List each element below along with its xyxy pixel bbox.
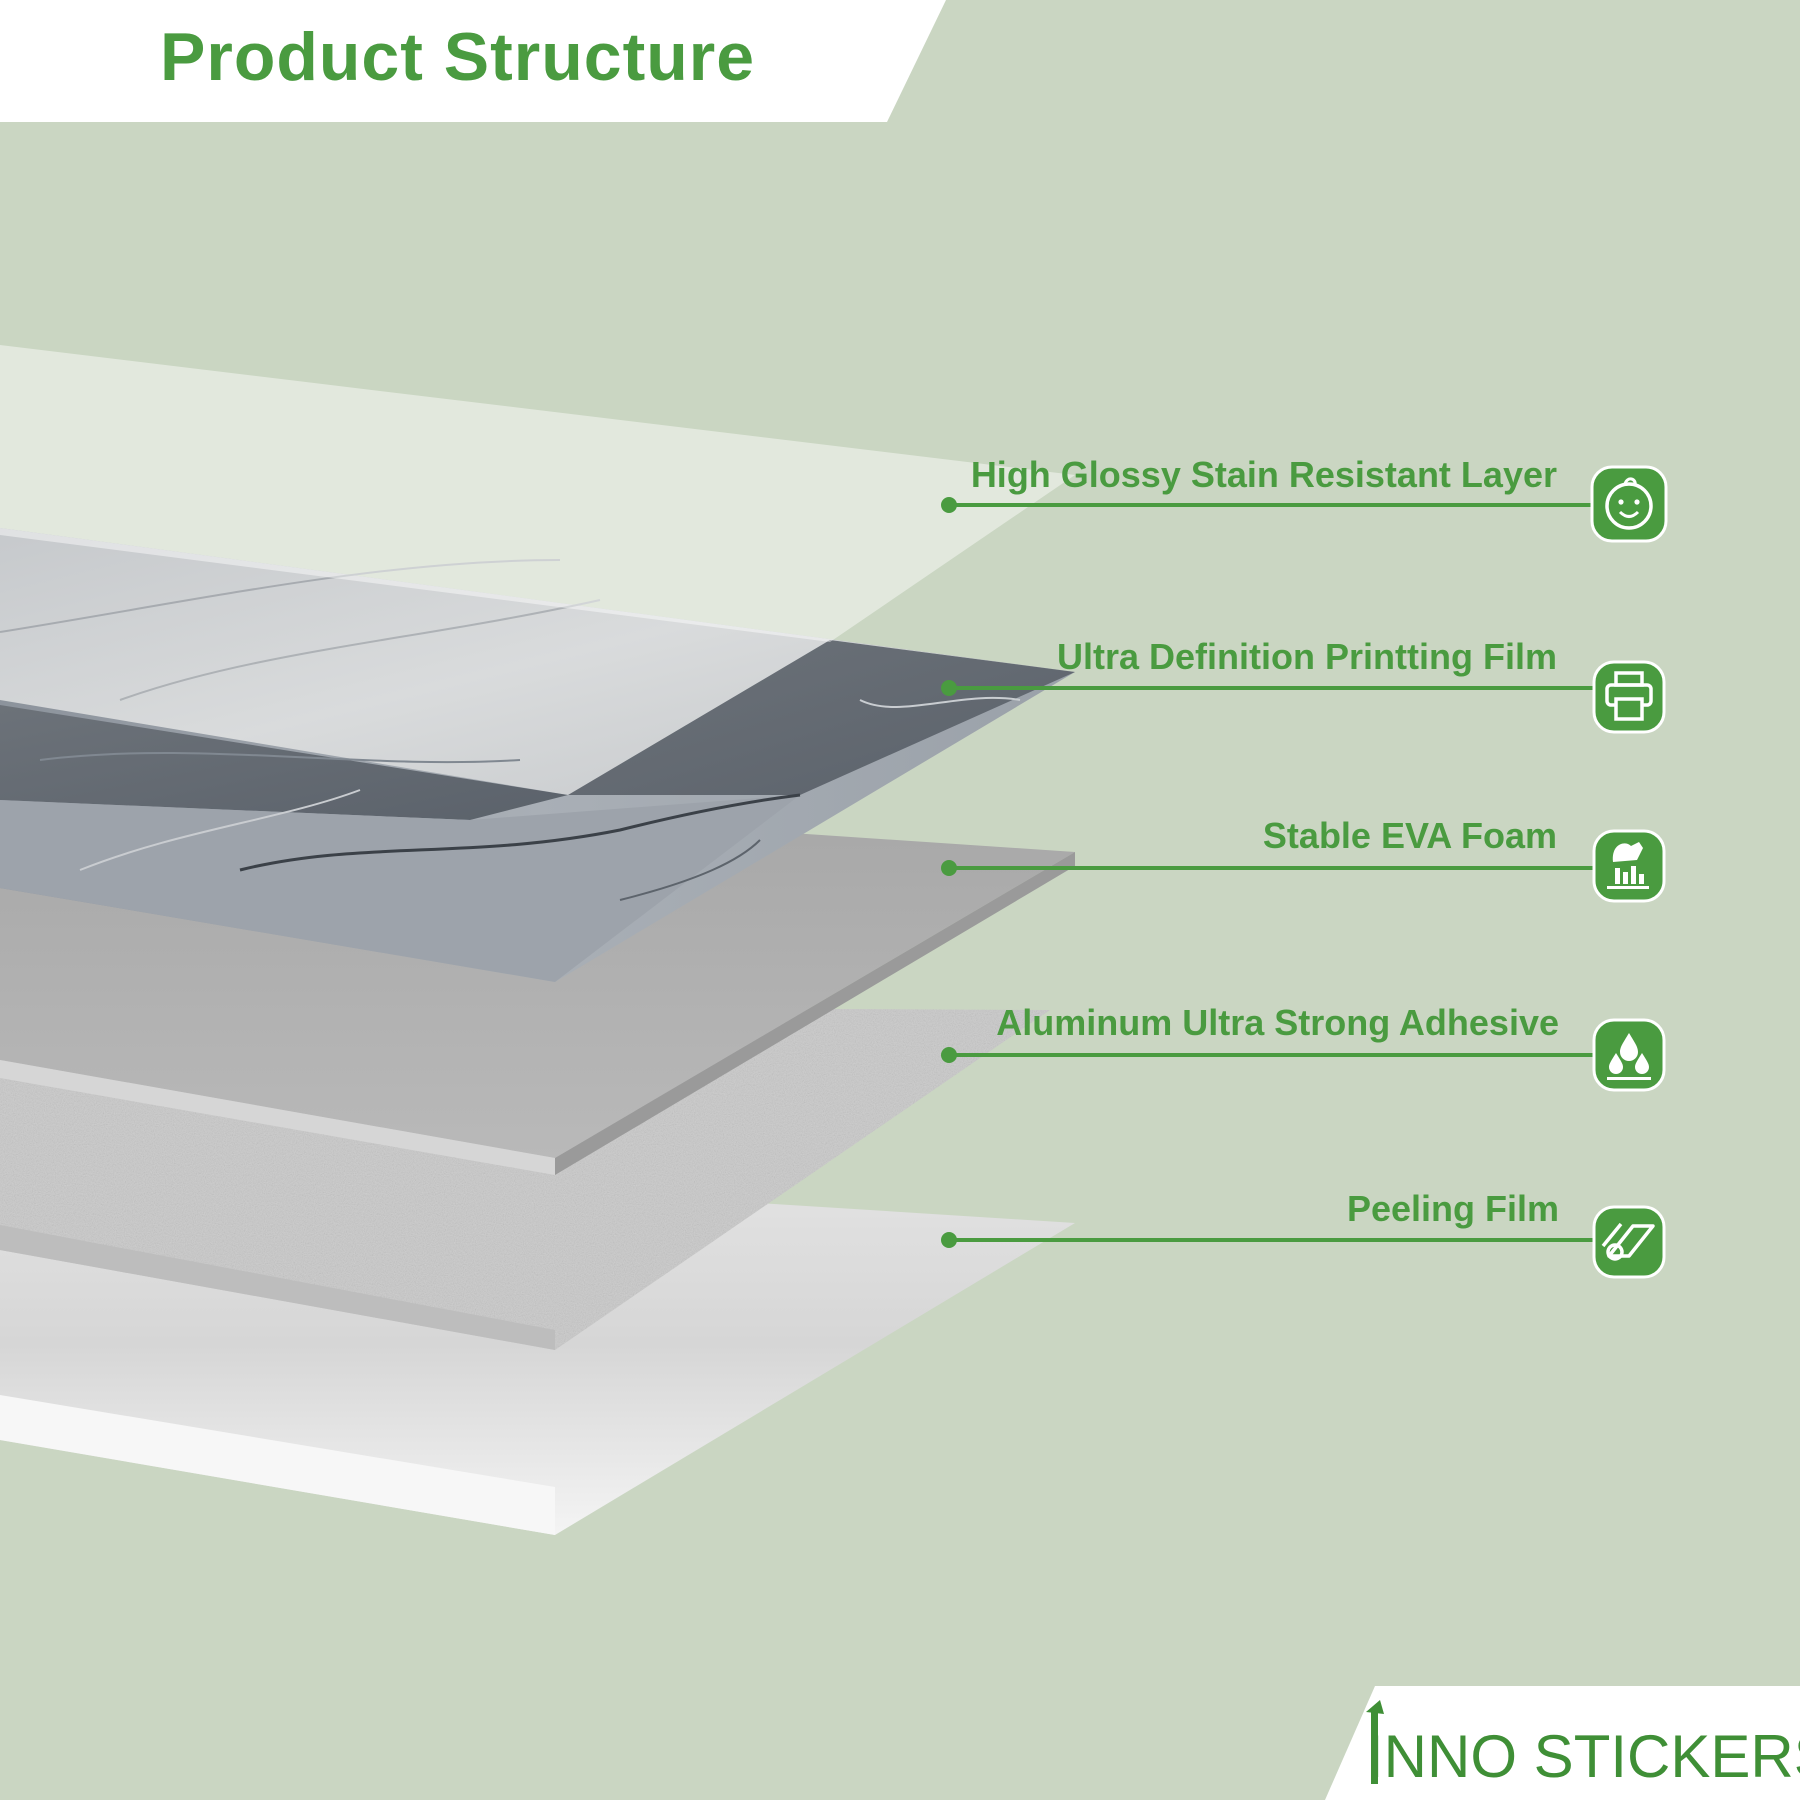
leader-peeling: [941, 1232, 1594, 1248]
leader-lines: [941, 497, 1594, 1248]
leader-printing: [941, 680, 1594, 696]
peeling-roll-icon: [1592, 1205, 1666, 1279]
leader-glossy: [941, 497, 1594, 513]
baby-face-icon: [1590, 465, 1668, 543]
brand-band: [1325, 1686, 1800, 1800]
brand-name: INNO STICKERS: [1367, 1723, 1800, 1790]
water-drops-icon: [1592, 1018, 1666, 1092]
foam-hand-icon: [1592, 829, 1666, 903]
glossy-layer: [0, 345, 1075, 642]
brand-logo-leaf: [1366, 1700, 1384, 1714]
leader-adhesive: [941, 1047, 1594, 1063]
layer-label-printing: Ultra Definition Printting Film: [1057, 636, 1557, 677]
marble-film-layer: [0, 528, 1075, 982]
printer-icon: [1592, 660, 1666, 734]
leader-eva: [941, 860, 1594, 876]
layer-label-eva: Stable EVA Foam: [1262, 815, 1557, 856]
page-title: Product Structure: [160, 19, 756, 95]
layer-label-peeling: Peeling Film: [1346, 1188, 1559, 1229]
brand-logo-mark: [1371, 1710, 1378, 1784]
layer-label-adhesive: Aluminum Ultra Strong Adhesive: [996, 1002, 1559, 1043]
layer-label-glossy: High Glossy Stain Resistant Layer: [970, 454, 1557, 495]
header-band: [0, 0, 946, 122]
